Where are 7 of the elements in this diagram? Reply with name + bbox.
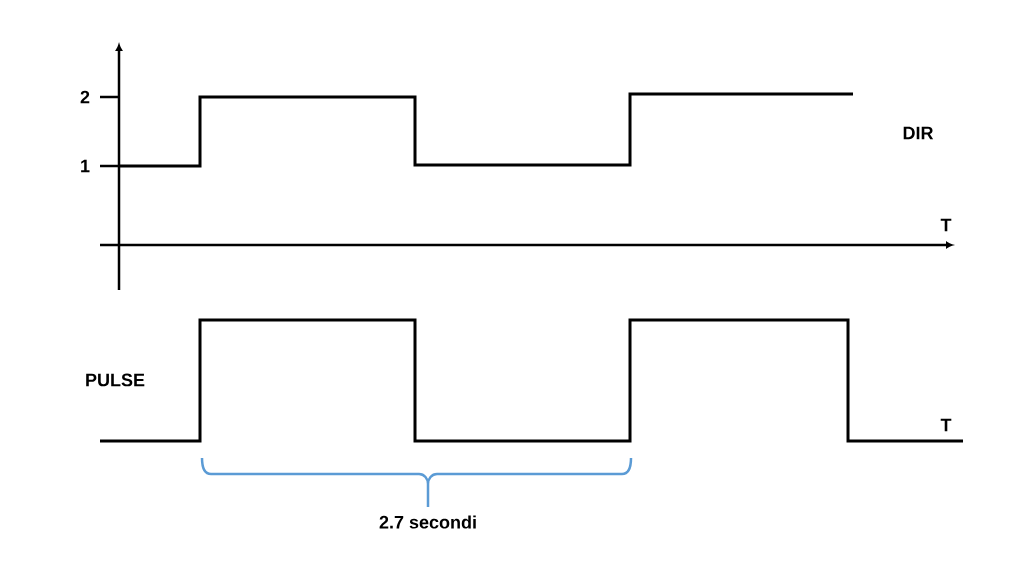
duration-label: 2.7 secondi <box>379 515 476 529</box>
signal-label: DIR <box>903 126 934 140</box>
axis-label: T <box>940 418 952 432</box>
axis-tick-label: 1 <box>81 159 90 173</box>
signal-label: PULSE <box>86 373 145 387</box>
axis-tick-label: 2 <box>80 90 90 104</box>
axis-label: T <box>940 218 952 232</box>
